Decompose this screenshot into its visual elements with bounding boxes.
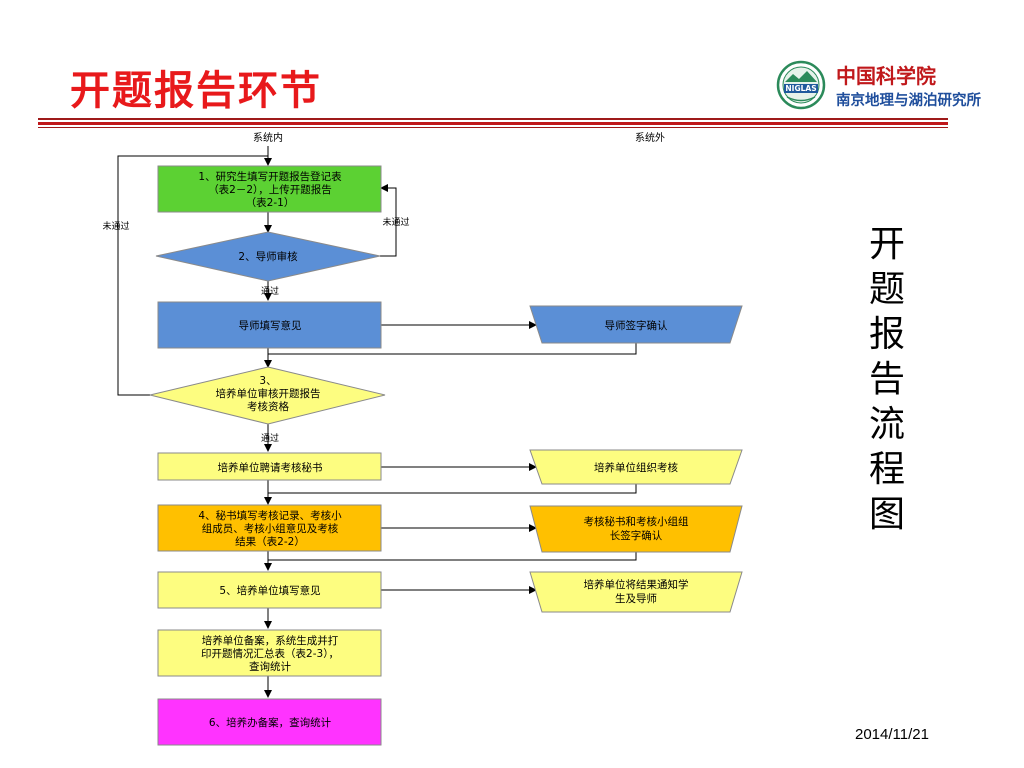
node-n7b-line-2: 生及导师 xyxy=(615,592,657,605)
node-n5[interactable] xyxy=(157,452,382,481)
return-n6b xyxy=(268,552,637,561)
node-n3[interactable] xyxy=(157,301,382,349)
node-n8[interactable] xyxy=(157,629,382,677)
node-n6-line-3: 结果（表2-2） xyxy=(235,535,305,548)
node-n6b-line-2: 长签字确认 xyxy=(610,529,663,542)
node-n5b[interactable] xyxy=(529,449,743,485)
node-n3b[interactable] xyxy=(529,305,743,344)
node-n2-line-1: 2、导师审核 xyxy=(238,250,298,263)
node-n1[interactable] xyxy=(157,165,382,213)
side-title: 开 题 报 告 流 程 图 xyxy=(862,222,912,537)
side-title-char: 报 xyxy=(868,314,905,355)
node-n8-line-2: 印开题情况汇总表（表2-3）， xyxy=(201,647,339,660)
svg-text:NIGLAS: NIGLAS xyxy=(785,84,816,93)
node-n6[interactable] xyxy=(157,504,382,552)
edge-label-pass-2: 通过 xyxy=(261,432,279,444)
loop-reject-advisor xyxy=(380,184,397,257)
node-n5b-line-1: 培养单位组织考核 xyxy=(594,461,678,474)
header-rule-bottom xyxy=(38,127,948,128)
side-title-char: 开 xyxy=(868,224,905,265)
node-n1-line-3: （表2-1） xyxy=(246,196,295,209)
page-title: 开题报告环节 xyxy=(70,68,322,114)
node-n7-line-1: 5、培养单位填写意见 xyxy=(219,584,320,597)
node-n4-line-3: 考核资格 xyxy=(247,400,289,413)
footer-date: 2014/11/21 xyxy=(855,726,929,743)
edge-label-pass-1: 通过 xyxy=(261,285,279,297)
node-n7b-line-1: 培养单位将结果通知学 xyxy=(584,578,689,591)
node-n4[interactable] xyxy=(149,366,386,425)
node-n6b-line-1: 考核秘书和考核小组组 xyxy=(584,515,689,528)
node-n1-line-1: 1、研究生填写开题报告登记表 xyxy=(198,170,342,183)
return-n3b xyxy=(268,343,637,355)
side-title-char: 图 xyxy=(868,494,905,535)
node-n5-line-1: 培养单位聘请考核秘书 xyxy=(218,461,323,474)
node-n6-line-2: 组成员、考核小组意见及考核 xyxy=(202,522,339,535)
header-rule-middle xyxy=(38,122,948,125)
column-label-outside: 系统外 xyxy=(635,131,665,144)
side-title-char: 流 xyxy=(868,404,905,445)
node-n7b[interactable] xyxy=(529,571,743,613)
node-n9[interactable] xyxy=(157,698,382,746)
node-n9-line-1: 6、培养办备案，查询统计 xyxy=(209,716,332,729)
node-n6b[interactable] xyxy=(529,505,743,553)
edge-label-fail-right: 未通过 xyxy=(382,216,409,228)
connectors xyxy=(117,146,637,698)
node-n4-line-1: 3、 xyxy=(259,375,276,387)
return-n5b xyxy=(268,484,637,494)
org-name: 南京地理与湖泊研究所 xyxy=(836,93,981,109)
node-n7[interactable] xyxy=(157,571,382,609)
node-n8-line-3: 查询统计 xyxy=(249,660,291,673)
node-n4-line-2: 培养单位审核开题报告 xyxy=(216,387,321,400)
side-title-char: 程 xyxy=(868,449,905,490)
niglas-logo-icon: NIGLAS xyxy=(776,60,826,110)
edge-label-fail-left: 未通过 xyxy=(102,220,129,232)
node-n2[interactable] xyxy=(155,231,381,282)
side-title-char: 题 xyxy=(868,269,905,310)
node-n6-line-1: 4、秘书填写考核记录、考核小 xyxy=(198,509,342,522)
column-label-inside: 系统内 xyxy=(253,131,283,144)
node-n3b-line-1: 导师签字确认 xyxy=(605,319,668,332)
loop-reject-unit xyxy=(117,155,268,396)
header-rule-top xyxy=(38,118,948,120)
node-n3-line-1: 导师填写意见 xyxy=(239,319,302,332)
org-cn-logo-text: 中国科学院 xyxy=(836,64,936,88)
node-n1-line-2: （表2－2），上传开题报告 xyxy=(208,183,332,196)
node-n8-line-1: 培养单位备案，系统生成并打 xyxy=(202,634,339,647)
side-title-char: 告 xyxy=(868,359,905,400)
